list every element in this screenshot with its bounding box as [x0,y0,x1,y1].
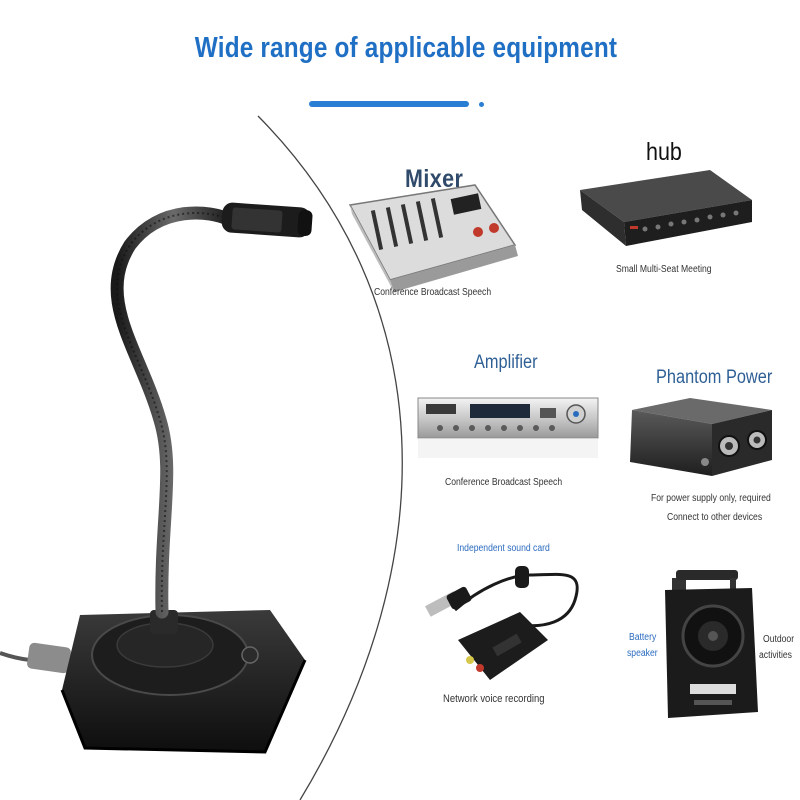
title-underline [309,101,469,107]
page-title: Wide range of applicable equipment [194,32,618,64]
hub-device [580,170,752,246]
speaker-right-label-line-2: activities [759,650,792,661]
amplifier-device [417,397,599,458]
mixer-caption: Conference Broadcast Speech [374,287,492,298]
portable-speaker-device [665,570,758,718]
phantom-power-caption-line-1: For power supply only, required [651,493,771,504]
sound-card-heading: Independent sound card [457,543,550,554]
phantom-power-device [630,398,772,476]
mixer-heading: Mixer [405,165,464,193]
hub-heading: hub [646,138,682,166]
phantom-power-heading: Phantom Power [656,367,773,388]
amplifier-heading: Amplifier [474,352,538,373]
mixer-device [348,184,518,292]
amplifier-caption: Conference Broadcast Speech [445,477,563,488]
hub-caption: Small Multi-Seat Meeting [616,264,712,275]
gooseneck-microphone [0,202,313,754]
speaker-left-label-line-1: Battery [629,632,657,643]
speaker-left-label-line-2: speaker [627,648,658,659]
title-underline-dot [479,102,484,107]
phantom-power-caption-line-2: Connect to other devices [667,512,763,523]
usb-sound-card-device [425,566,579,680]
sound-card-caption: Network voice recording [443,693,545,705]
speaker-right-label-line-1: Outdoor [763,634,795,645]
divider-arc [257,115,403,800]
